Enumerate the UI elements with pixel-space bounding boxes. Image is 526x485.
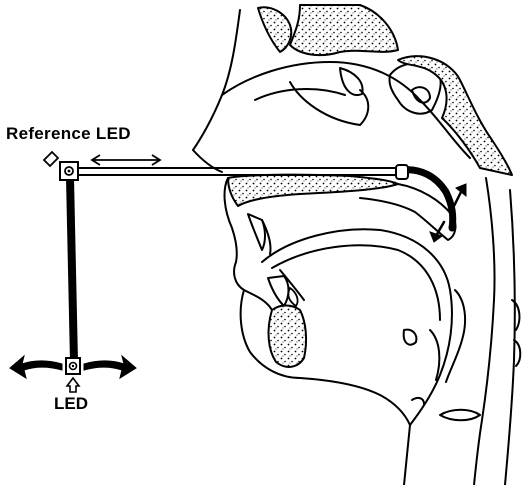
frontal-sinus (258, 7, 291, 52)
sinus-chamber-2 (398, 56, 512, 175)
trachea-ring (412, 398, 424, 404)
led-icon (66, 358, 80, 392)
nasal-turbinate-3 (340, 68, 363, 95)
lower-lip (234, 262, 272, 310)
reference-led-label: Reference LED (6, 124, 131, 144)
tracker-coupler (396, 165, 408, 179)
soft-palate (360, 184, 455, 240)
hyoid (404, 330, 417, 345)
trachea-front (404, 425, 410, 485)
larynx-fold (430, 330, 439, 380)
reference-rod (68, 168, 400, 175)
pharynx-back-wall-inner (505, 190, 515, 485)
velum-tracker (402, 170, 453, 228)
led-label: LED (54, 394, 88, 414)
vocal-fold (440, 410, 480, 421)
skull-outline (193, 10, 240, 150)
mandible (269, 306, 307, 367)
hard-palate (228, 175, 398, 206)
lower-incisor (268, 276, 289, 306)
double-arrow-icon (92, 155, 160, 165)
pharynx-back-wall (474, 178, 495, 485)
throat-contour (300, 378, 410, 425)
epiglottis (446, 290, 465, 382)
sphenoid-bone (290, 5, 398, 55)
lever-arm (70, 178, 74, 362)
reference-led-icon (44, 152, 78, 180)
